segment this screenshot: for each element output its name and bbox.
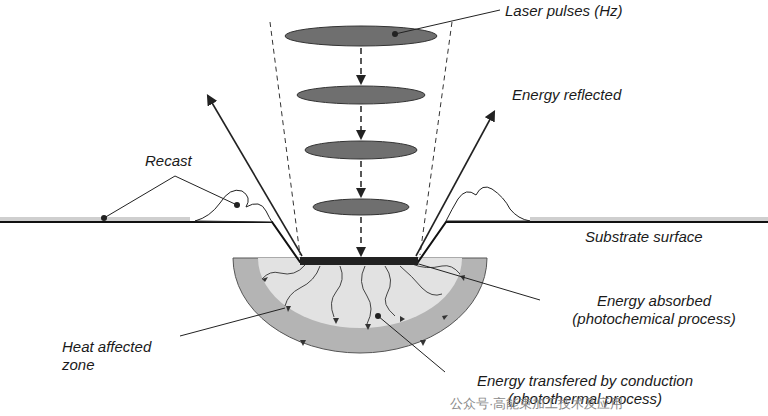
watermark: 公众号·高能束加工技术及应用 bbox=[450, 395, 670, 413]
absorbing-layer bbox=[300, 257, 418, 265]
surface-label: Substrate surface bbox=[585, 228, 760, 246]
haz-label: Heat affected zone bbox=[62, 338, 182, 374]
reflection-label: Energy reflected bbox=[512, 86, 692, 104]
absorption-label: Energy absorbed (photochemical process) bbox=[544, 292, 764, 328]
recast-label: Recast bbox=[145, 152, 235, 170]
pulse-label: Laser pulses (Hz) bbox=[505, 2, 705, 20]
